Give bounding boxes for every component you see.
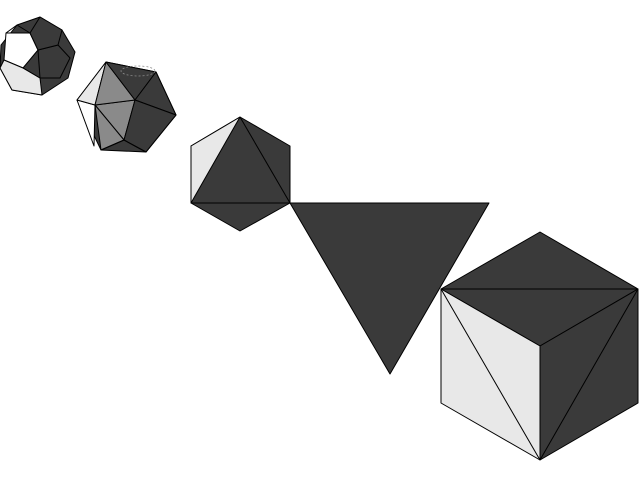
dodecahedron — [0, 16, 76, 96]
octahedron-face-light — [190, 116, 241, 204]
icosahedron-highlight — [120, 65, 156, 77]
icosahedron — [76, 61, 177, 153]
tetrahedron — [289, 202, 490, 375]
dodecahedron-front-face — [3, 32, 39, 69]
octahedron — [190, 116, 291, 232]
dodecahedron-face-top — [29, 16, 63, 51]
cube — [440, 231, 639, 461]
tetrahedron-face — [289, 202, 490, 375]
icosahedron-face-white-left — [76, 99, 96, 147]
